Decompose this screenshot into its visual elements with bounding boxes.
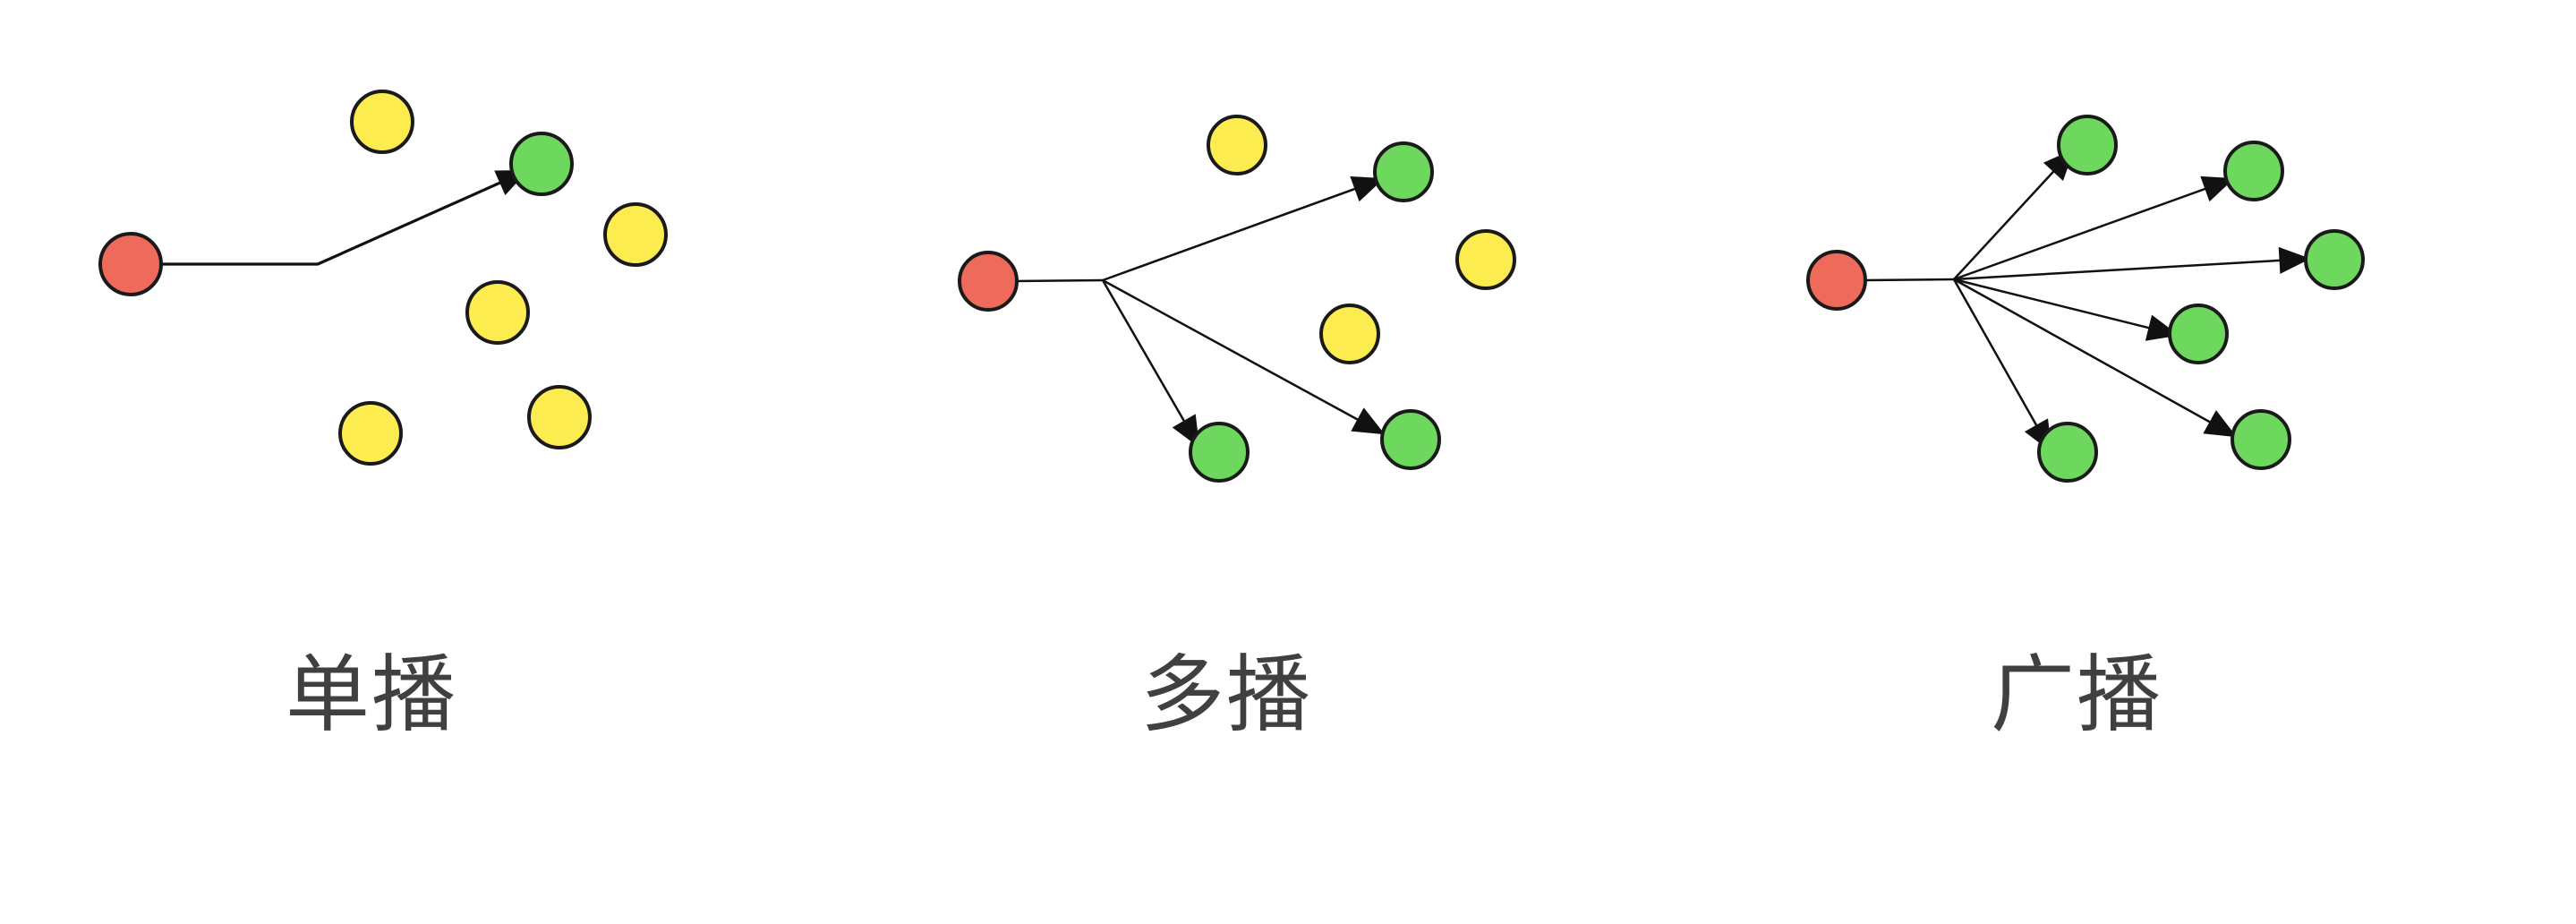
broadcast-link (1953, 246, 2311, 281)
broadcast-receiver-node (2231, 409, 2291, 470)
multicast-links (1016, 175, 1386, 449)
multicast-non-receiver-node (1455, 229, 1516, 290)
multicast-link (1102, 278, 1386, 435)
broadcast-receiver-node (2304, 229, 2365, 290)
unicast-non-receiver-node (603, 202, 668, 267)
unicast-links (161, 169, 529, 266)
unicast-sender-node (98, 232, 163, 296)
broadcast-label: 广播 (1990, 646, 2162, 744)
multicast-label: 多播 (1139, 646, 1312, 744)
broadcast-receiver-node (2037, 422, 2098, 483)
broadcast-receiver-node (2057, 115, 2118, 175)
multicast-sender-node (958, 251, 1019, 312)
multicast-panel (958, 115, 1516, 483)
broadcast-receiver-node (2168, 304, 2229, 364)
multicast-link (1102, 175, 1385, 282)
multicast-link (1101, 279, 1200, 449)
broadcast-link (1953, 278, 2179, 341)
unicast-non-receiver-node (350, 90, 414, 154)
broadcast-links (1864, 149, 2311, 453)
unicast-receiver-node (509, 132, 574, 196)
broadcast-link (1953, 278, 2238, 438)
broadcast-link (1952, 278, 2052, 453)
broadcast-sender-node (1806, 250, 1867, 311)
broadcast-link (1953, 175, 2235, 281)
unicast-panel (98, 90, 668, 466)
broadcast-receiver-node (2223, 141, 2284, 201)
unicast-non-receiver-node (527, 385, 592, 449)
multicast-non-receiver-node (1319, 304, 1380, 364)
broadcast-trunk-link (1864, 278, 1955, 282)
multicast-trunk-link (1016, 278, 1104, 283)
multicast-non-receiver-node (1207, 115, 1267, 175)
unicast-non-receiver-node (338, 401, 403, 466)
unicast-link (161, 169, 529, 266)
multicast-receiver-node (1189, 422, 1250, 483)
broadcast-link (1953, 149, 2075, 280)
unicast-label: 单播 (285, 646, 457, 744)
multicast-receiver-node (1373, 141, 1434, 202)
unicast-non-receiver-node (465, 280, 530, 345)
multicast-receiver-node (1380, 409, 1441, 470)
broadcast-panel (1806, 115, 2365, 483)
